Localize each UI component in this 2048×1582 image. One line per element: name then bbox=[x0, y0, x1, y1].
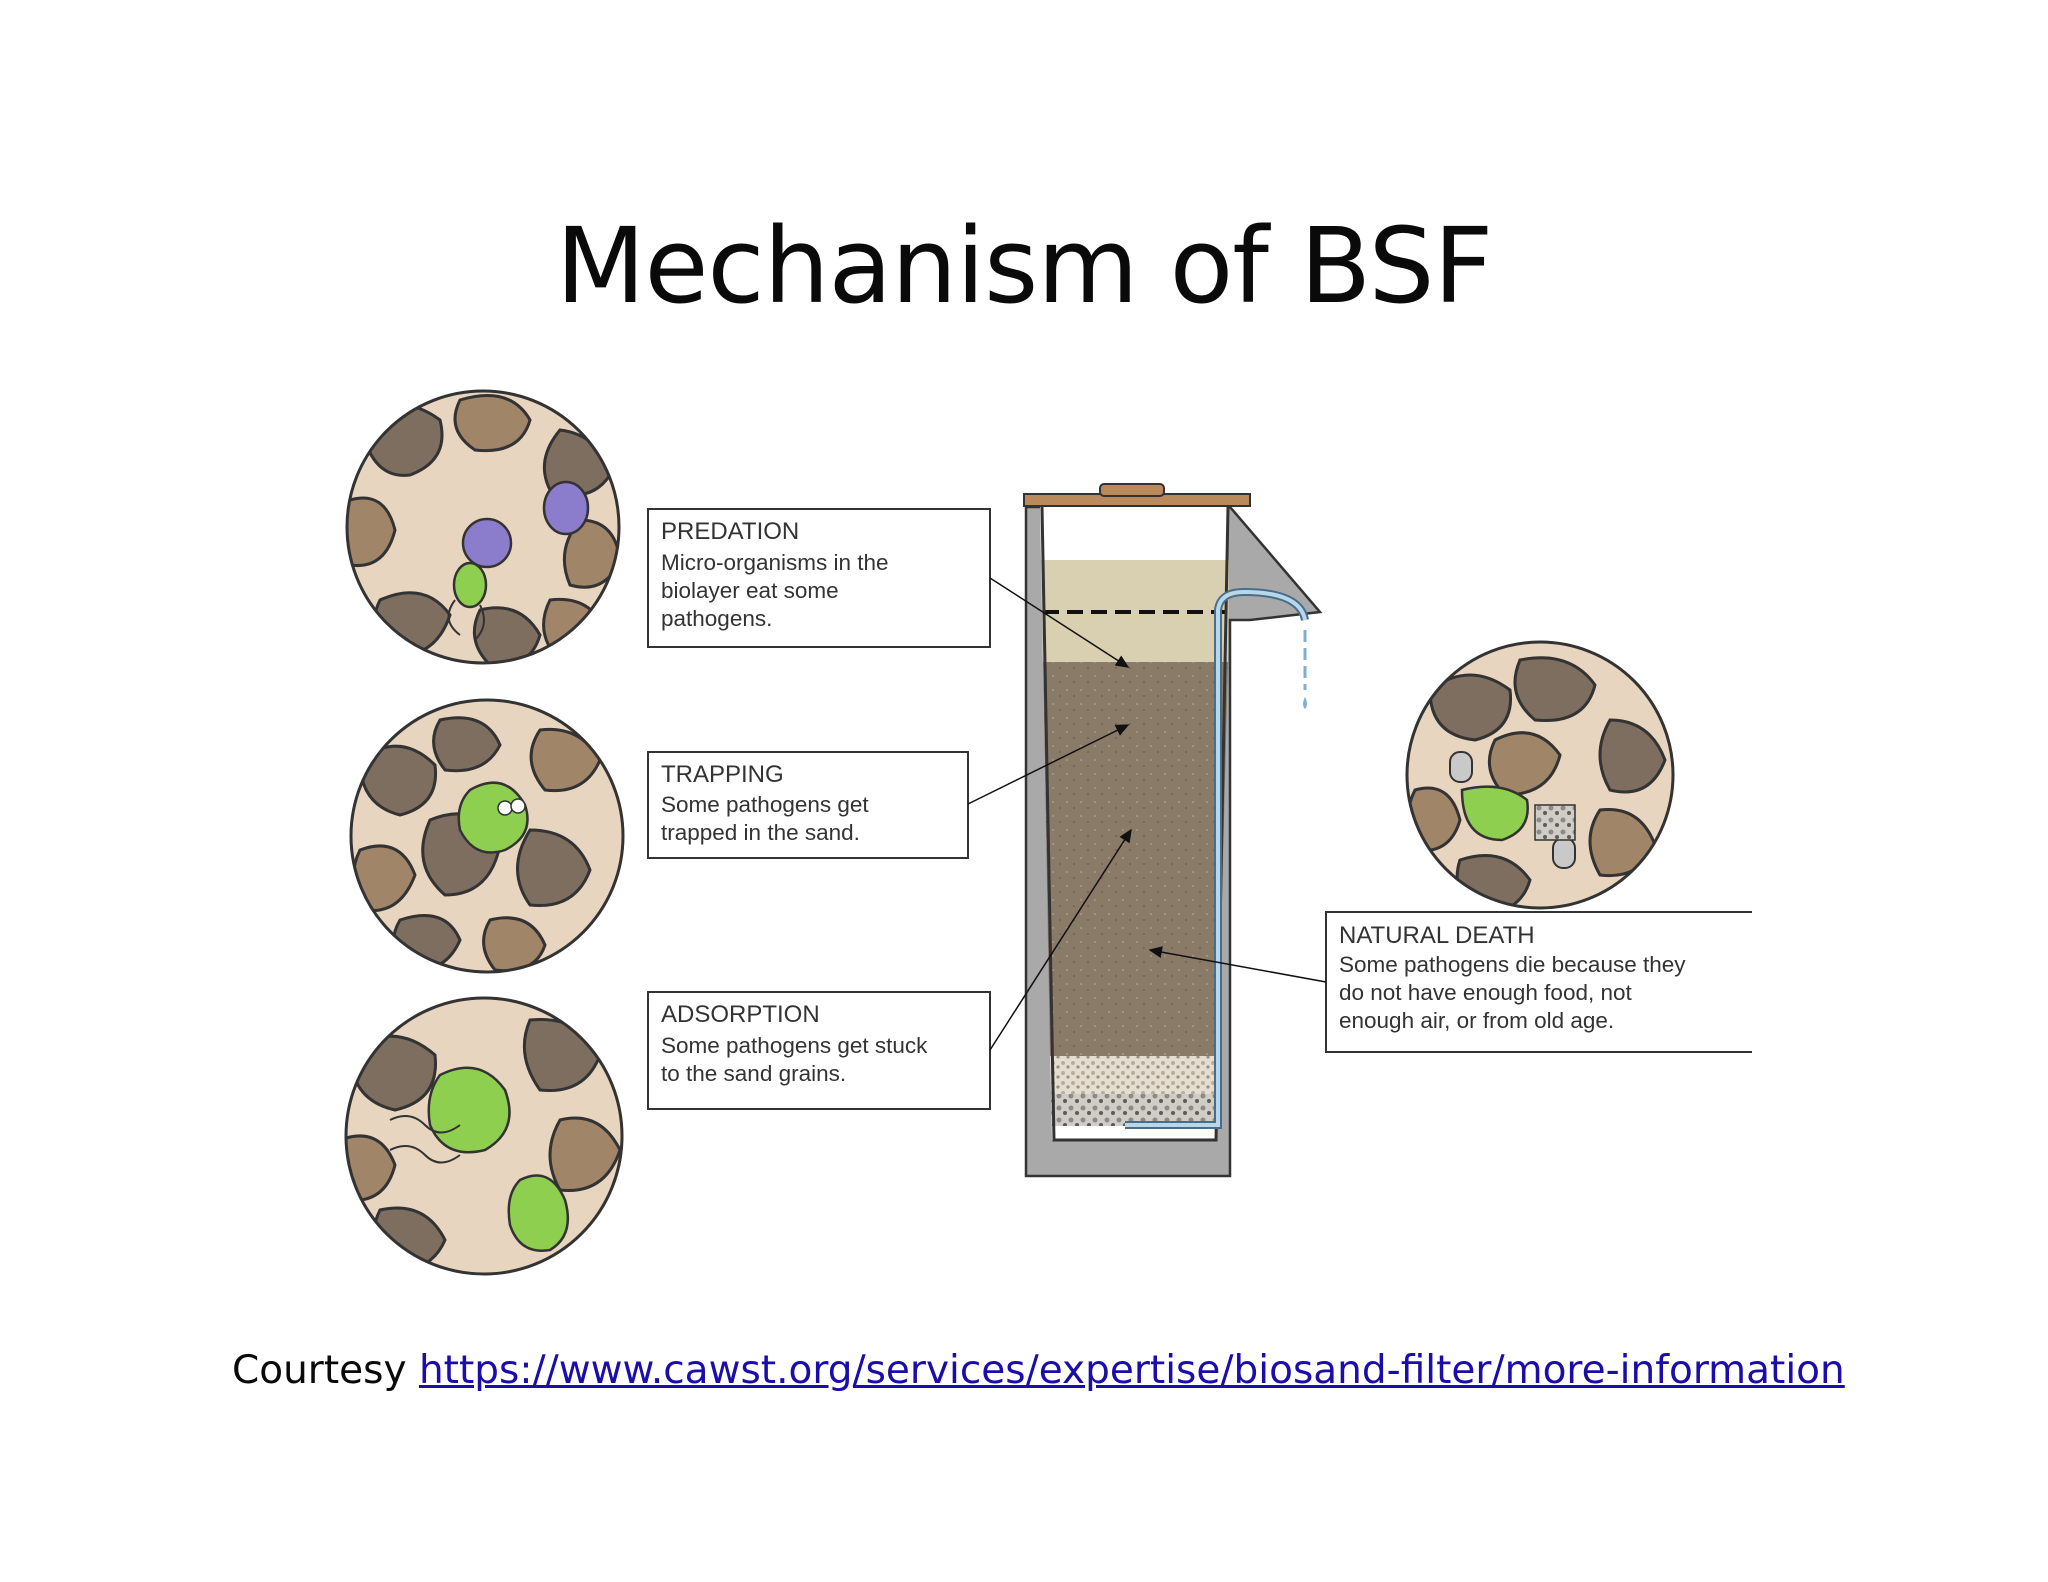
leader-arrows bbox=[967, 577, 1327, 1051]
adsorption-heading: ADSORPTION bbox=[661, 1001, 820, 1028]
trapping-label: TRAPPING Some pathogens get trapped in t… bbox=[647, 751, 969, 859]
adsorption-label: ADSORPTION Some pathogens get stuck to t… bbox=[647, 991, 991, 1110]
trapping-arrow bbox=[967, 724, 1130, 805]
natural-death-line: enough air, or from old age. bbox=[1339, 1008, 1614, 1033]
courtesy-footer: Courtesy https://www.cawst.org/services/… bbox=[232, 1348, 1845, 1393]
adsorption-circle bbox=[344, 996, 624, 1276]
natural-death-label: NATURAL DEATH Some pathogens die because… bbox=[1325, 911, 1752, 1053]
predation-arrow bbox=[989, 577, 1130, 668]
natural-death-line: do not have enough food, not bbox=[1339, 980, 1633, 1005]
predation-label: PREDATION Micro-organisms in the biolaye… bbox=[647, 508, 991, 648]
adsorption-line: to the sand grains. bbox=[661, 1061, 846, 1086]
trapping-line: trapped in the sand. bbox=[661, 820, 860, 845]
predation-heading: PREDATION bbox=[661, 518, 799, 545]
biosand-filter bbox=[1023, 483, 1323, 1178]
courtesy-prefix: Courtesy bbox=[232, 1348, 407, 1393]
natural-death-arrow bbox=[1148, 946, 1327, 983]
trapping-line: Some pathogens get bbox=[661, 792, 869, 817]
trapping-circle bbox=[349, 698, 625, 974]
natural-death-line: Some pathogens die because they bbox=[1339, 952, 1686, 977]
natural-death-circle bbox=[1405, 640, 1675, 910]
adsorption-line: Some pathogens get stuck bbox=[661, 1033, 928, 1058]
adsorption-arrow bbox=[989, 828, 1132, 1051]
predation-line: biolayer eat some bbox=[661, 578, 839, 603]
trapping-heading: TRAPPING bbox=[661, 761, 784, 788]
predation-circle bbox=[345, 389, 621, 665]
natural-death-heading: NATURAL DEATH bbox=[1339, 922, 1535, 949]
predation-line: pathogens. bbox=[661, 606, 772, 631]
courtesy-link[interactable]: https://www.cawst.org/services/expertise… bbox=[418, 1348, 1845, 1393]
slide-title: Mechanism of BSF bbox=[555, 205, 1494, 327]
predation-line: Micro-organisms in the bbox=[661, 550, 889, 575]
